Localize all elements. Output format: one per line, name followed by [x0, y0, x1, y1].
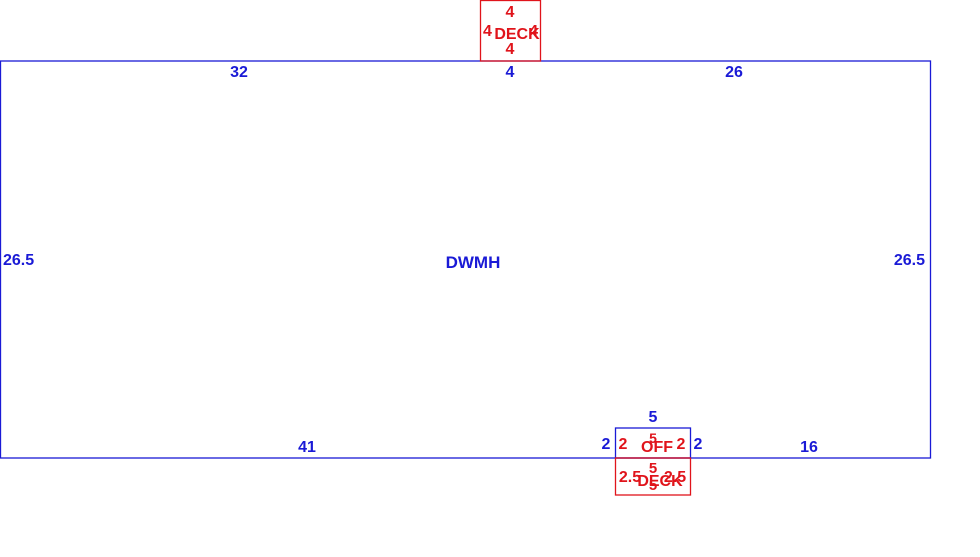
top-deck-left-dimension: 4 — [483, 23, 492, 40]
bottom-dimension-right: 16 — [800, 439, 818, 456]
bottom-deck-outline — [614, 457, 692, 496]
main-house-outline — [0, 60, 932, 459]
office-outer-right-dimension: 2 — [694, 436, 703, 453]
top-dimension-right: 26 — [725, 64, 743, 81]
bottom-deck-left-dimension: 2.5 — [619, 469, 641, 486]
bottom-deck-bottom-dimension: 5 — [649, 477, 657, 494]
right-side-dimension: 26.5 — [894, 252, 925, 269]
office-inner-left-dimension: 2 — [619, 436, 628, 453]
top-deck-label: DECK — [494, 26, 540, 43]
main-house-label: DWMH — [446, 253, 501, 272]
top-deck-right-dimension: 4 — [529, 23, 538, 40]
top-deck-bottom-dimension: 4 — [506, 41, 515, 58]
office-inner-top-dimension: 5 — [649, 430, 657, 446]
office-label: OFF — [641, 439, 673, 456]
office-outer-left-dimension: 2 — [602, 436, 611, 453]
bottom-deck-right-dimension: 2.5 — [664, 469, 686, 486]
top-deck-outline — [479, 0, 542, 62]
office-outer-top-dimension: 5 — [649, 409, 658, 426]
office-inner-right-dimension: 2 — [677, 436, 686, 453]
bottom-deck-label: DECK — [637, 473, 683, 490]
top-deck-top-dimension: 4 — [506, 4, 515, 21]
bottom-dimension-left: 41 — [298, 439, 316, 456]
top-dimension-left: 32 — [230, 64, 248, 81]
left-side-dimension: 26.5 — [3, 252, 34, 269]
bottom-deck-top-dimension: 5 — [649, 460, 657, 477]
top-dimension-middle: 4 — [506, 64, 515, 81]
